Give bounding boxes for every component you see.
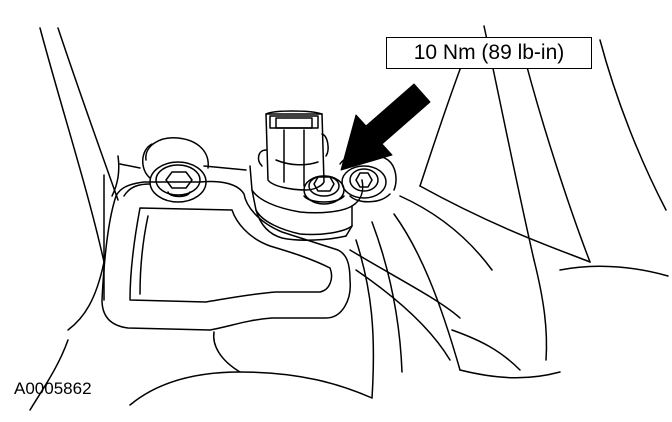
- torque-spec-label: 10 Nm (89 lb-in): [413, 41, 565, 64]
- arrow-pointer-icon: [341, 84, 430, 170]
- housing-outline: [30, 26, 668, 410]
- sensor-mount-pad: [250, 166, 363, 240]
- speed-sensor-connector: [259, 111, 329, 190]
- torque-spec-callout: 10 Nm (89 lb-in): [386, 37, 592, 69]
- filter-housing: [102, 182, 350, 331]
- sensor-retaining-bolt: [304, 176, 344, 204]
- left-bolt-boss: [143, 138, 208, 202]
- figure-id-label: A0005862: [14, 379, 92, 398]
